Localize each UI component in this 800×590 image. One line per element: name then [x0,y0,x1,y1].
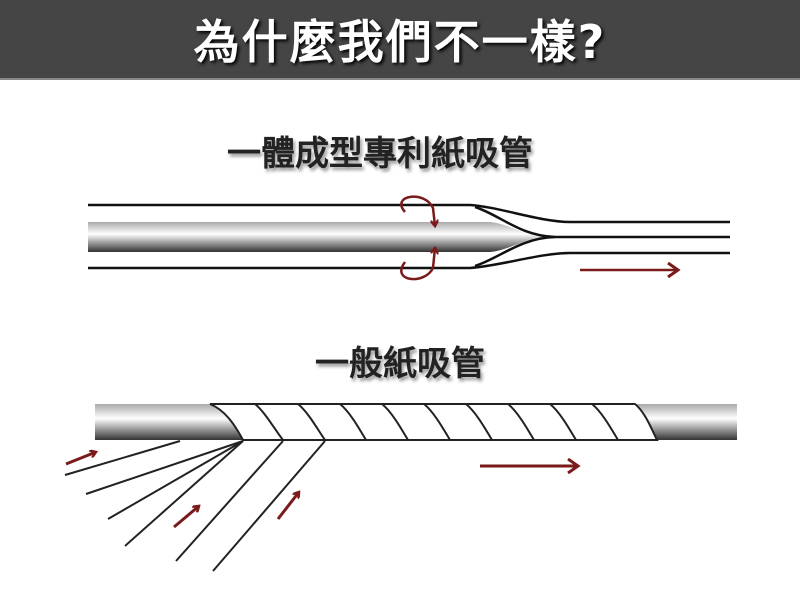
feed-arrow-2 [173,506,199,529]
inner-wall-bottom [474,235,556,268]
wrap-band [209,403,659,441]
page-title: 為什麼我們不一樣? [193,15,607,69]
feed-arrow-1 [65,452,96,466]
ordinary-straw-heading: 一般紙吸管 [315,344,485,384]
mandrel [88,222,545,252]
ordinary-straw [64,403,737,572]
integrated-straw-heading: 一體成型專利紙吸管 [227,134,533,174]
rotate-arrow-top [400,195,435,226]
outer-wall-top [88,203,730,224]
feed-arrow-3 [276,492,299,520]
integrated-straw [88,195,730,281]
rotate-arrow-bottom [400,248,435,281]
title-bar: 為什麼我們不一樣? [0,0,800,80]
spiral-seams [254,403,619,441]
paper-strips [64,440,326,572]
outer-wall-bottom [88,251,730,270]
